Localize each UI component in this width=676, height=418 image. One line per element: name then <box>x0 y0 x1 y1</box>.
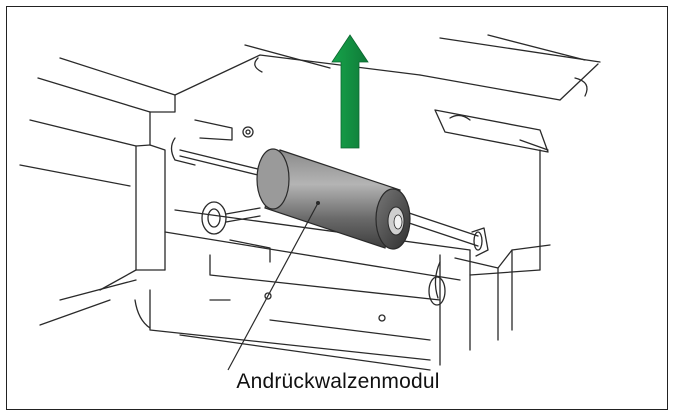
printer-housing <box>19 34 601 371</box>
pressure-roller-module <box>256 148 411 250</box>
lift-direction-arrow-icon <box>331 34 369 149</box>
callout-leader-line <box>227 202 319 371</box>
callout-label: Andrückwalzenmodul <box>236 370 440 393</box>
